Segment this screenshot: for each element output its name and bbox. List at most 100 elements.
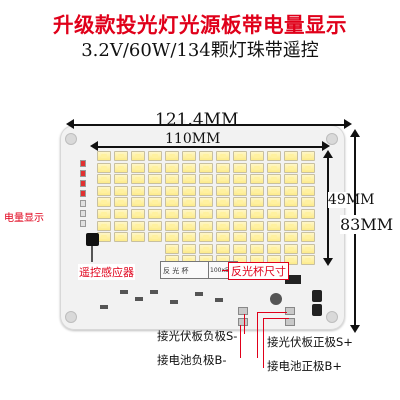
pointer-line	[263, 318, 264, 368]
led-chip	[301, 185, 315, 196]
dim-arrow-right	[322, 141, 330, 151]
dim-line-inner	[94, 146, 326, 148]
led-chip	[131, 174, 145, 185]
led-chip	[233, 151, 247, 161]
dimension-width-outer: 121.4MM	[155, 110, 239, 130]
led-chip	[148, 185, 162, 196]
indicator-led	[80, 180, 86, 187]
led-chip	[250, 220, 264, 231]
led-chip	[233, 174, 247, 185]
led-chip	[114, 151, 128, 161]
led-chip	[301, 232, 315, 243]
led-chip	[165, 162, 179, 173]
led-chip	[199, 243, 213, 254]
led-chip	[131, 208, 145, 219]
led-chip	[267, 174, 281, 185]
led-chip	[97, 185, 111, 196]
title-line-2: 3.2V/60W/134颗灯珠带遥控	[81, 40, 319, 61]
led-chip	[199, 232, 213, 243]
led-chip	[284, 151, 298, 161]
dim-arrow-up	[350, 129, 360, 137]
led-chip	[182, 151, 196, 161]
led-chip	[114, 208, 128, 219]
dim-arrow-down	[323, 258, 333, 266]
led-chip	[284, 232, 298, 243]
led-chip	[97, 232, 111, 243]
pointer-line	[240, 325, 241, 358]
led-chip	[114, 220, 128, 231]
led-chip	[165, 197, 179, 208]
led-chip	[182, 185, 196, 196]
led-chip	[148, 162, 162, 173]
smd-resistor	[215, 298, 223, 302]
led-chip	[165, 208, 179, 219]
ic-chip	[285, 275, 301, 284]
led-gap	[97, 244, 111, 255]
led-chip	[216, 185, 230, 196]
sensor-lead	[91, 246, 93, 262]
led-chip	[284, 255, 298, 266]
led-chip	[301, 208, 315, 219]
led-chip	[301, 174, 315, 185]
led-chip	[233, 185, 247, 196]
led-chip	[284, 185, 298, 196]
led-chip	[182, 220, 196, 231]
led-array	[97, 151, 315, 266]
pointer-line	[257, 312, 258, 358]
led-chip	[165, 185, 179, 196]
led-chip	[199, 208, 213, 219]
led-chip	[250, 208, 264, 219]
pointer-line	[222, 270, 228, 271]
dim-arrow-left	[90, 141, 98, 151]
led-chip	[114, 197, 128, 208]
label-solar-negative: 接光伏板负极S-	[157, 329, 238, 343]
pointer-line	[263, 318, 289, 319]
led-chip	[284, 197, 298, 208]
dimension-height-outer: 83MM	[340, 215, 394, 234]
led-chip	[165, 151, 179, 161]
led-chip	[250, 185, 264, 196]
led-chip	[301, 151, 315, 161]
label-solar-positive: 接光伏板正极S+	[267, 335, 353, 349]
led-chip	[233, 162, 247, 173]
inductor	[270, 293, 282, 305]
led-chip	[199, 185, 213, 196]
led-chip	[301, 220, 315, 231]
dim-arrow-up	[323, 150, 333, 158]
led-chip	[250, 162, 264, 173]
led-chip	[97, 197, 111, 208]
led-chip	[148, 151, 162, 161]
led-chip	[301, 243, 315, 254]
led-chip	[148, 208, 162, 219]
led-chip	[182, 174, 196, 185]
led-gap	[131, 244, 145, 255]
led-chip	[267, 220, 281, 231]
led-chip	[114, 185, 128, 196]
led-chip	[250, 232, 264, 243]
led-chip	[114, 174, 128, 185]
led-chip	[284, 162, 298, 173]
indicator-led	[80, 190, 86, 197]
led-chip	[216, 151, 230, 161]
led-gap	[114, 244, 128, 255]
led-chip	[301, 162, 315, 173]
led-chip	[97, 162, 111, 173]
led-chip	[267, 162, 281, 173]
led-chip	[284, 208, 298, 219]
led-chip	[284, 243, 298, 254]
dim-line-height-inner	[327, 152, 329, 264]
led-chip	[148, 197, 162, 208]
led-chip	[131, 220, 145, 231]
indicator-led	[80, 220, 86, 227]
led-chip	[131, 151, 145, 161]
led-chip	[165, 174, 179, 185]
led-chip	[216, 232, 230, 243]
smd-resistor	[150, 290, 158, 294]
remote-sensor-component	[86, 233, 99, 246]
solder-pad	[285, 307, 295, 315]
label-battery-positive: 接电池正极B+	[267, 359, 343, 373]
label-remote-sensor: 遥控感应器	[78, 264, 135, 280]
led-chip	[131, 232, 145, 243]
solder-pad	[238, 318, 248, 326]
